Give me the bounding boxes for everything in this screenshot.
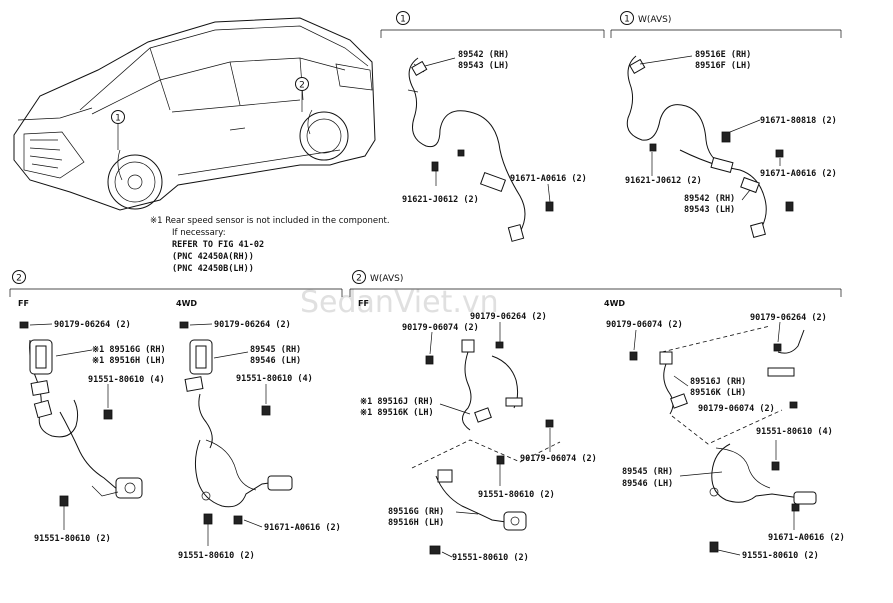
svg-text:1: 1 (400, 15, 406, 25)
pnc-a: (PNC 42450A(RH)) (172, 252, 254, 262)
svg-text:2: 2 (356, 274, 362, 284)
wff-clip-a: 90179-06074 (2) (402, 323, 479, 333)
wd-sensor-lh: 89546 (LH) (250, 356, 301, 366)
s1w-sensor2-rh: 89542 (RH) (684, 194, 735, 204)
s1-bolt-b: 91671-A0616 (2) (510, 174, 587, 184)
wff-bolt-a: 91551-80610 (2) (478, 490, 555, 500)
wff-sensor-j: ※1 89516J (RH) (360, 397, 434, 407)
wff-clip-b: 90179-06264 (2) (470, 312, 547, 322)
wd-bolt-top: 91551-80610 (4) (236, 374, 313, 384)
w4wd-drawing (629, 325, 817, 553)
section-2-header: 2 (9, 270, 343, 297)
pnc-b: (PNC 42450B(LH)) (172, 264, 254, 274)
s1w-sensor-rh: 89516E (RH) (695, 50, 751, 60)
wff-clip-c: 90179-06074 (2) (520, 454, 597, 464)
ff-clip: 90179-06264 (2) (54, 320, 131, 330)
wwd-clip-c: 90179-06074 (2) (698, 404, 775, 414)
wwd-sensor-lh: 89546 (LH) (622, 479, 673, 489)
wff-sensor-g: 89516G (RH) (388, 507, 444, 517)
4wd-drawing (179, 321, 293, 525)
if-necessary: If necessary: (172, 228, 226, 238)
wwd-bolt-b: 91671-A0616 (2) (768, 533, 845, 543)
wwd-clip-a: 90179-06074 (2) (606, 320, 683, 330)
wff-sensor-h: 89516H (LH) (388, 518, 444, 528)
ff-sensor-lh: ※1 89516H (LH) (92, 356, 166, 366)
wwd-sensor-k: 89516K (LH) (690, 388, 746, 398)
ff-label: FF (18, 299, 29, 308)
s1-sensor-rh: 89542 (RH) (458, 50, 509, 60)
callout-2-rear (295, 77, 309, 91)
ff-bolt-bottom: 91551-80610 (2) (34, 534, 111, 544)
section-1w-drawing (626, 55, 794, 238)
svg-text:W(AVS): W(AVS) (370, 274, 403, 284)
4wd-label: 4WD (176, 299, 197, 308)
wwd-clip-b: 90179-06264 (2) (750, 313, 827, 323)
w4wd-label: 4WD (604, 299, 625, 308)
wff-sensor-k: ※1 89516K (LH) (360, 408, 434, 418)
wd-sensor-rh: 89545 (RH) (250, 345, 301, 355)
ff-bolt-top: 91551-80610 (4) (88, 375, 165, 385)
ff-sensor-rh: ※1 89516G (RH) (92, 345, 166, 355)
s1w-sensor2-lh: 89543 (LH) (684, 205, 735, 215)
svg-text:W(AVS): W(AVS) (638, 15, 671, 25)
s1w-sensor-lh: 89516F (LH) (695, 61, 751, 71)
wff-bolt-b: 91551-80610 (2) (452, 553, 529, 563)
s1-sensor-lh: 89543 (LH) (458, 61, 509, 71)
wwd-bolt-c: 91551-80610 (2) (742, 551, 819, 561)
svg-text:1: 1 (624, 15, 630, 25)
s1w-bolt-c: 91671-80818 (2) (760, 116, 837, 126)
section-1w-header: 1 W(AVS) (610, 11, 842, 38)
s1-bolt-a: 91621-J0612 (2) (402, 195, 479, 205)
callout-1-text: 1 (115, 114, 121, 124)
s1w-bolt-a: 91621-J0612 (2) (625, 176, 702, 186)
footnote: ※1 Rear speed sensor is not included in … (150, 216, 390, 226)
wwd-sensor-j: 89516J (RH) (690, 377, 746, 387)
wff-drawing (411, 339, 561, 555)
refer-fig: REFER TO FIG 41-02 (172, 240, 264, 250)
section-1-drawing (407, 57, 554, 242)
watermark: SedanViet.vn (300, 285, 499, 320)
wff-label: FF (358, 299, 369, 308)
wwd-bolt-a: 91551-80610 (4) (756, 427, 833, 437)
callout-2-text: 2 (299, 81, 305, 91)
wd-bolt-mid: 91671-A0616 (2) (264, 523, 341, 533)
ff-drawing (19, 321, 143, 507)
wwd-sensor-rh: 89545 (RH) (622, 467, 673, 477)
vehicle-illustration: 1 2 (13, 17, 376, 211)
s1w-bolt-b: 91671-A0616 (2) (760, 169, 837, 179)
wd-clip: 90179-06264 (2) (214, 320, 291, 330)
svg-text:2: 2 (16, 274, 22, 284)
callout-1-front (111, 110, 125, 124)
section-1-header: 1 (380, 11, 605, 38)
wd-bolt-bottom: 91551-80610 (2) (178, 551, 255, 561)
section-2w-header: 2 W(AVS) (349, 270, 842, 297)
